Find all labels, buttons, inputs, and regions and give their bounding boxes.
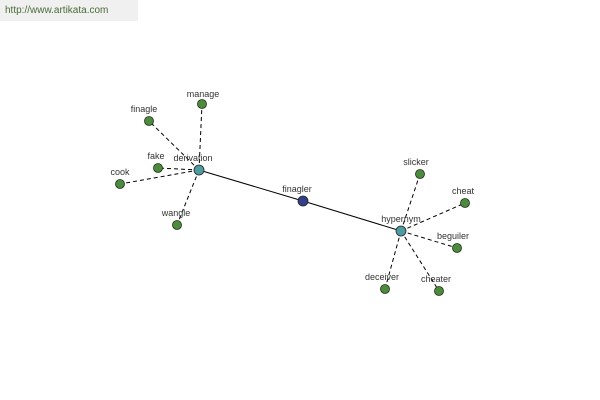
node-label-deceiver: deceiver [365, 272, 399, 282]
node-label-wangle: wangle [161, 208, 191, 218]
node-dot-finagler[interactable] [297, 195, 309, 207]
edge-hypernym-cheater [400, 230, 440, 292]
edge-derivation-fake [157, 167, 200, 171]
node-slicker[interactable]: slicker [403, 157, 429, 179]
node-cheat[interactable]: cheat [452, 186, 475, 208]
node-cook[interactable]: cook [110, 167, 130, 189]
edge-derivation-cook [119, 169, 200, 185]
edges-layer [119, 103, 466, 292]
node-label-hypernym: hypernym [381, 214, 421, 224]
node-label-cook: cook [110, 167, 130, 177]
node-label-beguiler: beguiler [437, 231, 469, 241]
node-label-cheater: cheater [421, 274, 451, 284]
watermark-url[interactable]: http://www.artikata.com [0, 0, 138, 21]
node-dot-cheater[interactable] [434, 286, 444, 296]
node-finagler[interactable]: finagler [282, 184, 312, 207]
node-fake[interactable]: fake [147, 151, 165, 173]
edge-hypernym-deceiver [384, 230, 402, 290]
node-dot-cheat[interactable] [460, 198, 470, 208]
edge-hypernym-slicker [400, 173, 421, 232]
node-dot-finagle[interactable] [144, 116, 154, 126]
node-dot-fake[interactable] [153, 163, 163, 173]
node-label-fake: fake [147, 151, 164, 161]
node-dot-deceiver[interactable] [380, 284, 390, 294]
node-manage[interactable]: manage [187, 89, 220, 109]
edge-finagler-derivation [198, 169, 304, 202]
node-dot-wangle[interactable] [172, 220, 182, 230]
node-dot-beguiler[interactable] [452, 243, 462, 253]
node-derivation[interactable]: derivation [173, 153, 213, 176]
edge-hypernym-cheat [400, 202, 466, 232]
edge-derivation-wangle [176, 169, 200, 226]
node-label-finagler: finagler [282, 184, 312, 194]
node-label-finagle: finagle [131, 104, 158, 114]
node-beguiler[interactable]: beguiler [437, 231, 469, 253]
node-finagle[interactable]: finagle [131, 104, 158, 126]
node-hypernym[interactable]: hypernym [381, 214, 421, 237]
node-dot-hypernym[interactable] [395, 225, 407, 237]
node-label-cheat: cheat [452, 186, 475, 196]
node-dot-slicker[interactable] [415, 169, 425, 179]
node-dot-cook[interactable] [115, 179, 125, 189]
node-label-manage: manage [187, 89, 220, 99]
node-cheater[interactable]: cheater [421, 274, 451, 296]
node-label-slicker: slicker [403, 157, 429, 167]
node-wangle[interactable]: wangle [161, 208, 191, 230]
edge-derivation-finagle [148, 120, 200, 171]
node-label-derivation: derivation [173, 153, 212, 163]
nodes-layer: finagler derivation hypernym finagle manage f… [110, 89, 475, 296]
node-deceiver[interactable]: deceiver [365, 272, 399, 294]
node-dot-derivation[interactable] [193, 164, 205, 176]
node-dot-manage[interactable] [197, 99, 207, 109]
edge-hypernym-beguiler [400, 230, 458, 249]
edge-finagler-hypernym [302, 200, 402, 232]
